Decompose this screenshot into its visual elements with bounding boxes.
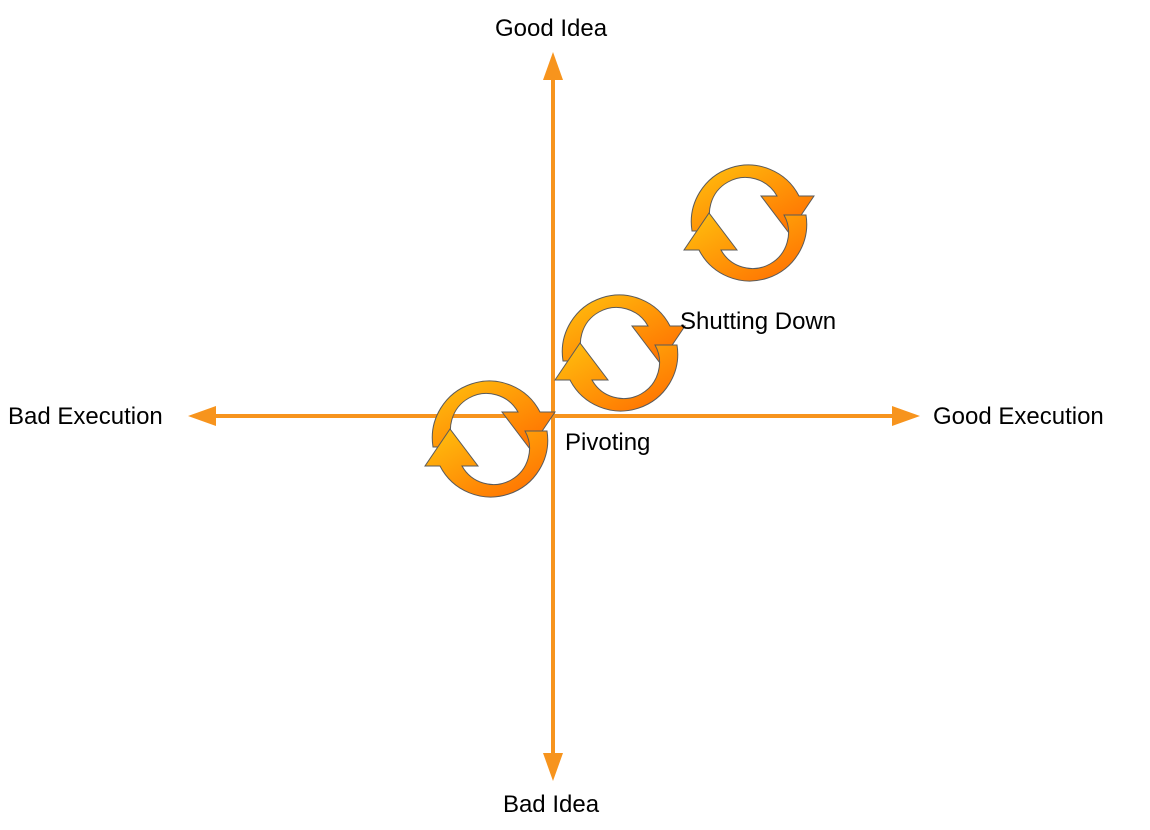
right-arrowhead	[892, 406, 920, 426]
refresh-cycle-icon	[554, 294, 686, 412]
bottom-arrowhead	[543, 753, 563, 781]
right-axis-label: Good Execution	[933, 403, 1104, 430]
top-arrowhead	[543, 52, 563, 80]
refresh-cycle-icon	[683, 164, 815, 282]
refresh-cycle-icon	[424, 380, 556, 498]
top-axis-label: Good Idea	[495, 15, 608, 42]
pivoting-label: Pivoting	[565, 429, 650, 456]
left-axis-label: Bad Execution	[8, 403, 163, 430]
shutting-down-label: Shutting Down	[680, 308, 836, 335]
bottom-axis-label: Bad Idea	[503, 791, 600, 818]
left-arrowhead	[188, 406, 216, 426]
